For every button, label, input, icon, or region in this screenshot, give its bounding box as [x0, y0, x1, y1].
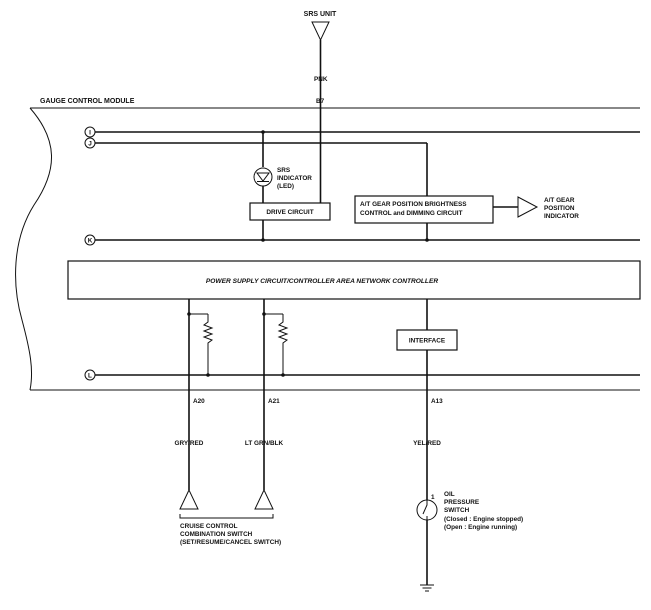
- srs-unit-connector-icon: [311, 21, 330, 42]
- cruise-connector-a21-icon: [254, 488, 274, 510]
- pin-a13-label: A13: [431, 398, 443, 405]
- srs-pin-label: B7: [316, 98, 325, 105]
- at-brightness-line1: A/T GEAR POSITION BRIGHTNESS: [360, 201, 467, 208]
- oil-switch-line2: PRESSURE: [444, 499, 480, 506]
- pin-a20-label: A20: [193, 398, 205, 405]
- wire-color-a13: YEL/RED: [413, 440, 441, 447]
- srs-wire-color: PNK: [314, 76, 328, 83]
- drive-circuit-box: [249, 202, 331, 221]
- cruise-connector-a20-icon: [179, 488, 199, 510]
- power-supply-box: [67, 260, 641, 300]
- cruise-switch-line1: CRUISE CONTROL: [180, 523, 238, 530]
- oil-switch-line5: (Open : Engine running): [444, 524, 517, 531]
- pin-a21-label: A21: [268, 398, 280, 405]
- diode-symbol-icon: [256, 172, 270, 182]
- module-title: GAUGE CONTROL MODULE: [40, 98, 135, 105]
- wire-color-a21: LT GRN/BLK: [245, 440, 284, 447]
- a20-resistor-icon: [202, 314, 214, 375]
- at-indicator-line2: POSITION: [544, 205, 575, 212]
- drive-circuit-label: DRIVE CIRCUIT: [266, 209, 313, 216]
- module-left-break: [15, 107, 52, 391]
- srs-unit-label: SRS UNIT: [304, 11, 337, 18]
- power-supply-label: POWER SUPPLY CIRCUIT/CONTROLLER AREA NET…: [206, 278, 438, 285]
- bus-l-label: L: [88, 373, 92, 380]
- srs-indicator-line1: SRS: [277, 167, 291, 174]
- ground-icon: [420, 584, 434, 592]
- bus-k-label: K: [88, 238, 93, 245]
- bus-i-label: I: [89, 130, 91, 137]
- at-indicator-arrow-icon: [517, 196, 539, 218]
- at-indicator-line3: INDICATOR: [544, 213, 579, 220]
- bus-j-label: J: [88, 141, 92, 148]
- srs-indicator-line2: INDICATOR: [277, 175, 312, 182]
- cruise-switch-line3: (SET/RESUME/CANCEL SWITCH): [180, 539, 281, 546]
- oil-switch-line3: SWITCH: [444, 507, 470, 514]
- at-indicator-line1: A/T GEAR: [544, 197, 575, 204]
- oil-switch-pin: 1: [431, 494, 435, 501]
- interface-label: INTERFACE: [409, 338, 446, 345]
- wire-color-a20: GRY/RED: [175, 440, 204, 447]
- oil-switch-line4: (Closed : Engine stopped): [444, 516, 523, 523]
- at-brightness-box: [354, 195, 494, 224]
- srs-indicator-line3: (LED): [277, 183, 294, 190]
- srs-led-junction: [261, 130, 265, 134]
- a21-resistor-icon: [277, 314, 289, 375]
- switch-contact-icon: [422, 500, 428, 520]
- cruise-switch-bracket: [179, 514, 274, 519]
- oil-switch-line1: OIL: [444, 491, 455, 498]
- cruise-switch-line2: COMBINATION SWITCH: [180, 531, 253, 538]
- at-brightness-line2: CONTROL and DIMMING CIRCUIT: [360, 210, 463, 217]
- srs-led-icon: [253, 167, 273, 187]
